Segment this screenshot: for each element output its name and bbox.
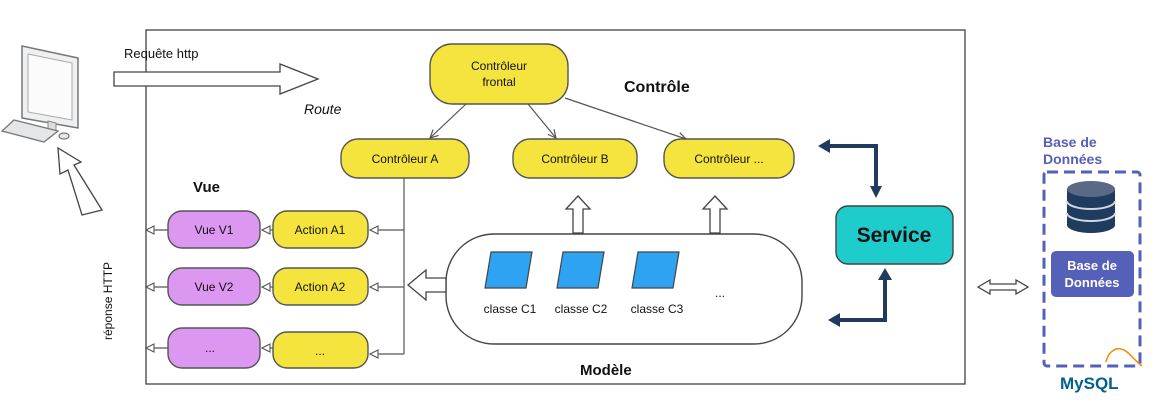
svg-text:MySQL: MySQL	[1060, 374, 1119, 393]
class-c3[interactable]: classe C3	[631, 251, 684, 316]
view-etc[interactable]: ...	[167, 327, 261, 369]
vue-title: Vue	[193, 179, 220, 196]
db-title-line2: Données	[1043, 151, 1102, 167]
service-to-controllers-arrow	[826, 144, 878, 193]
service-to-model-arrow	[838, 277, 887, 322]
controller-etc[interactable]: Contrôleur ...	[663, 138, 795, 179]
request-arrow	[113, 63, 320, 95]
svg-text:Action A1: Action A1	[295, 223, 346, 237]
class-c2[interactable]: classe C2	[555, 251, 608, 316]
db-dashed-frame	[1042, 170, 1142, 368]
svg-text:Contrôleur: Contrôleur	[471, 59, 527, 73]
arrow-front-to-a	[430, 103, 467, 138]
response-label: réponse HTTP	[101, 262, 115, 340]
service-db-double-arrow	[976, 278, 1030, 296]
svg-text:classe C1: classe C1	[484, 302, 537, 316]
svg-text:Vue V2: Vue V2	[195, 280, 234, 294]
model-to-controller-b-arrow	[564, 195, 592, 234]
modele-container	[445, 233, 803, 345]
controller-a[interactable]: Contrôleur A	[340, 138, 470, 179]
computer-icon	[0, 45, 79, 143]
svg-text:Contrôleur B: Contrôleur B	[541, 152, 608, 166]
view-v2[interactable]: Vue V2	[167, 267, 261, 306]
mysql-logo: MySQL	[1060, 347, 1143, 393]
svg-text:Base de: Base de	[1067, 258, 1117, 273]
arrow-front-to-etc	[564, 97, 686, 139]
model-to-controller-etc-arrow	[701, 195, 729, 234]
svg-text:Vue V1: Vue V1	[195, 223, 234, 237]
db-title-line1: Base de	[1043, 134, 1097, 150]
request-label: Requête http	[124, 46, 198, 61]
db-label-box[interactable]: Base de Données	[1051, 251, 1134, 297]
svg-text:Contrôleur A: Contrôleur A	[372, 152, 439, 166]
svg-text:Données: Données	[1065, 275, 1120, 290]
class-more: ...	[715, 286, 725, 300]
application-frame	[145, 29, 966, 385]
svg-text:...: ...	[315, 344, 325, 358]
class-c1[interactable]: classe C1	[484, 251, 537, 316]
controller-b[interactable]: Contrôleur B	[512, 138, 638, 179]
service-box[interactable]: Service	[835, 205, 954, 265]
front-controller[interactable]: Contrôleur frontal	[429, 43, 569, 105]
svg-text:frontal: frontal	[482, 75, 515, 89]
arrow-front-to-b	[527, 103, 556, 138]
model-to-controller-a-arrow	[406, 268, 447, 302]
svg-text:Service: Service	[857, 224, 932, 247]
svg-text:...: ...	[205, 341, 215, 355]
route-label: Route	[304, 101, 342, 117]
svg-text:classe C3: classe C3	[631, 302, 684, 316]
svg-text:Action A2: Action A2	[295, 280, 346, 294]
svg-text:Contrôleur ...: Contrôleur ...	[694, 152, 763, 166]
database-icon	[1066, 181, 1116, 233]
response-arrow	[57, 146, 104, 216]
svg-text:classe C2: classe C2	[555, 302, 608, 316]
action-a1[interactable]: Action A1	[272, 210, 369, 249]
view-v1[interactable]: Vue V1	[167, 210, 261, 249]
modele-title: Modèle	[580, 362, 632, 379]
action-etc[interactable]: ...	[272, 331, 369, 369]
controle-title: Contrôle	[624, 79, 690, 96]
action-a2[interactable]: Action A2	[272, 267, 369, 306]
